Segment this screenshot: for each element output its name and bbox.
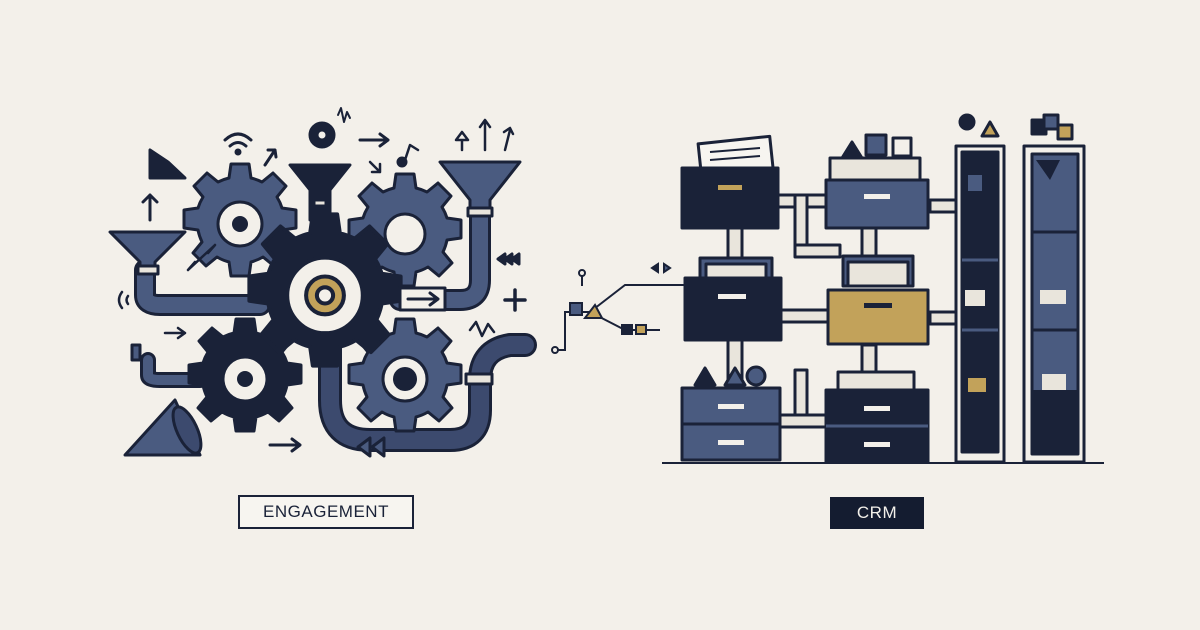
arrow-curve-icon	[263, 148, 278, 167]
arrow-small-icon	[368, 160, 382, 174]
engagement-illustration	[108, 107, 537, 458]
gear-icon	[347, 172, 463, 288]
file-cabinet	[824, 133, 930, 230]
music-note-icon	[403, 143, 420, 162]
music-note-icon	[396, 156, 408, 168]
gear-icon	[347, 317, 463, 433]
plus-icon	[503, 288, 527, 312]
arrow-right-icon	[358, 132, 390, 148]
file-cabinet	[680, 134, 780, 230]
shelf-tower	[1022, 113, 1086, 464]
file-cabinet	[826, 254, 930, 346]
funnel-icon	[288, 163, 352, 222]
pipe	[726, 193, 958, 429]
file-cabinet	[824, 370, 930, 464]
data-connector	[551, 262, 690, 354]
arrow-up-icon	[141, 193, 159, 222]
arrow-icon	[406, 291, 440, 307]
wifi-icon	[223, 132, 253, 156]
pipe-connector	[464, 372, 494, 386]
rewind-icon	[356, 436, 386, 458]
arrows-spread-icon	[454, 118, 515, 152]
funnel-icon	[438, 160, 522, 218]
crm-label: CRM	[830, 497, 924, 529]
arrow-right-icon	[163, 326, 187, 340]
zigzag-icon	[468, 320, 496, 338]
funnel-icon	[108, 230, 187, 276]
shelf-tower	[954, 113, 1006, 464]
megaphone-icon	[123, 398, 203, 457]
central-gear-icon	[249, 214, 400, 365]
file-cabinet	[683, 256, 783, 342]
gear-icon	[182, 162, 298, 278]
signal-icon	[117, 290, 130, 310]
triangle-flag-icon	[148, 148, 187, 180]
rewind-icon	[496, 252, 521, 266]
target-icon	[308, 121, 336, 149]
file-cabinet	[680, 365, 782, 462]
double-arrow-icon	[186, 243, 217, 272]
plug-icon	[130, 343, 142, 362]
pulse-icon	[337, 107, 351, 123]
pipe	[134, 199, 537, 452]
gear-icon	[187, 317, 303, 433]
arrow-right-icon	[268, 437, 302, 453]
crm-illustration	[662, 113, 1104, 464]
engagement-label: ENGAGEMENT	[238, 495, 414, 529]
